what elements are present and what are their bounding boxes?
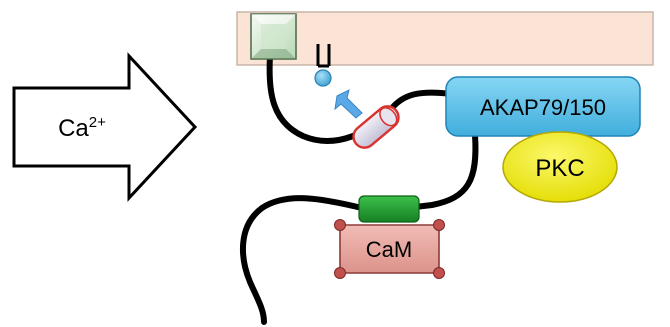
calcium-label: Ca2+ (58, 114, 106, 142)
ligand-sphere (314, 69, 332, 87)
cam-label: CaM (366, 237, 412, 262)
calcium-charge: 2+ (89, 114, 106, 131)
membrane-band (236, 11, 654, 66)
arrow-shape (12, 52, 198, 202)
pkc-label: PKC (535, 155, 584, 182)
cam-corner-bottom-right (433, 267, 445, 279)
pkc-ellipse (502, 131, 618, 203)
receptor-fork (316, 44, 331, 68)
cam-box (339, 224, 440, 274)
akap-scaffold: AKAP79/150 (445, 76, 641, 137)
cam-corner-top-right (433, 219, 445, 231)
channel-bevel-top (251, 14, 296, 24)
akap-cam-strand (412, 132, 479, 210)
channel-linker-strand (266, 53, 455, 144)
channel-bevel-bottom (251, 49, 296, 59)
calcium-influx-arrow: Ca2+ (12, 52, 198, 202)
ligand-receptor (314, 44, 332, 87)
trailing-strand (239, 195, 365, 325)
calmodulin: CaM (334, 219, 445, 279)
helix-cylinder (352, 105, 400, 149)
channel-face (261, 24, 286, 49)
cam-corner-top-left (334, 219, 346, 231)
phosphorylation-arrow-icon (334, 89, 363, 119)
calcium-symbol: Ca (58, 115, 89, 142)
channel-protein (250, 13, 297, 60)
cylinder-end (379, 107, 398, 127)
cam-corner-bottom-left (334, 267, 346, 279)
cam-binding-block (358, 195, 420, 223)
pkc-kinase: PKC (502, 131, 618, 203)
akap-label: AKAP79/150 (480, 95, 606, 120)
protein-strands (239, 53, 479, 325)
